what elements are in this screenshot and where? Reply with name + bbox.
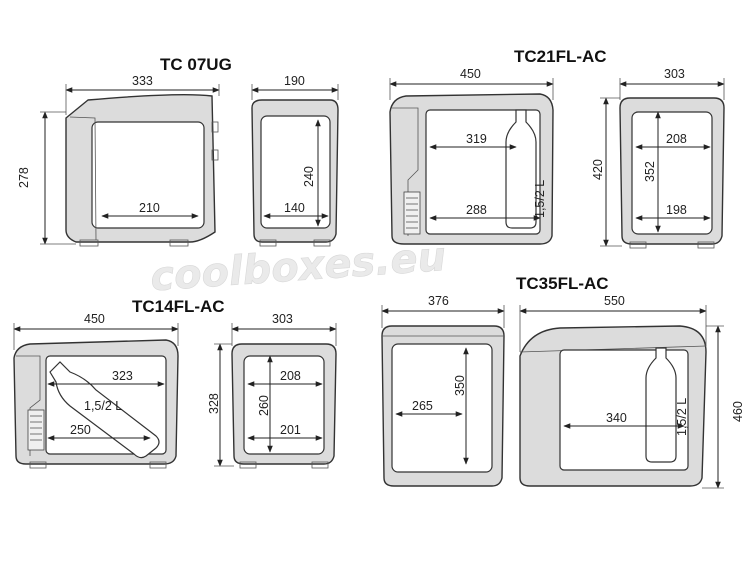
tc21-front-view	[389, 93, 554, 245]
tc07ug-inner-height: 240	[302, 166, 316, 187]
tc14-bottle: 1,5/2 L	[84, 399, 122, 413]
tc35-inner-front: 265	[412, 399, 433, 413]
tc07ug-group: TC 07UG 333 278 210 190	[17, 55, 339, 247]
tc07ug-title: TC 07UG	[160, 55, 232, 74]
tc21-group: TC21FL-AC 450 319 288 1,5/2 L	[389, 47, 725, 249]
tc14-inner-top: 323	[112, 369, 133, 383]
tc35-title: TC35FL-AC	[516, 274, 609, 293]
tc35-inner-side: 340	[606, 411, 627, 425]
tc35-width-side: 550	[604, 294, 625, 308]
tc21-bottle-icon	[505, 109, 537, 229]
tc21-width: 450	[460, 67, 481, 81]
tc14-inner-side-bottom: 201	[280, 423, 301, 437]
tc14-height: 328	[207, 393, 221, 414]
tc21-bottle: 1,5/2 L	[533, 180, 547, 218]
tc35-side-view	[519, 325, 707, 487]
tc21-inner-height: 352	[643, 161, 657, 182]
tc14-depth: 303	[272, 312, 293, 326]
tc21-height: 420	[591, 159, 605, 180]
tc14-group: TC14FL-AC 450 323 1,5/2 L 250	[13, 297, 337, 469]
tc21-side-view	[619, 97, 725, 249]
tc07ug-height: 278	[17, 167, 31, 188]
tc21-inner-side-bottom: 198	[666, 203, 687, 217]
tc35-inner-height: 350	[453, 375, 467, 396]
tc21-inner-top: 319	[466, 132, 487, 146]
tc35-height: 460	[731, 401, 745, 422]
tc35-width-front: 376	[428, 294, 449, 308]
tc07ug-width: 333	[132, 74, 153, 88]
tc35-group: TC35FL-AC 376 350 265 550 340 1,5/2 L	[381, 274, 745, 489]
tc35-bottle: 1,5/2 L	[675, 398, 689, 436]
tc07ug-depth: 190	[284, 74, 305, 88]
tc14-width: 450	[84, 312, 105, 326]
tc14-title: TC14FL-AC	[132, 297, 225, 316]
tc35-front-view	[381, 325, 505, 487]
tc21-depth: 303	[664, 67, 685, 81]
tc14-inner-bottom: 250	[70, 423, 91, 437]
tc21-inner-side-top: 208	[666, 132, 687, 146]
tc14-side-view	[231, 343, 337, 469]
tc07ug-side-view	[251, 99, 339, 247]
tc35-bottle-icon	[645, 347, 677, 463]
tc21-inner-bottom: 288	[466, 203, 487, 217]
tc14-inner-side-top: 208	[280, 369, 301, 383]
tc14-front-view	[13, 339, 179, 469]
tc21-title: TC21FL-AC	[514, 47, 607, 66]
tc07ug-inner-width-front: 210	[139, 201, 160, 215]
tc14-inner-height: 260	[257, 395, 271, 416]
tc07ug-front-view	[65, 93, 219, 247]
tc07ug-inner-width-side: 140	[284, 201, 305, 215]
